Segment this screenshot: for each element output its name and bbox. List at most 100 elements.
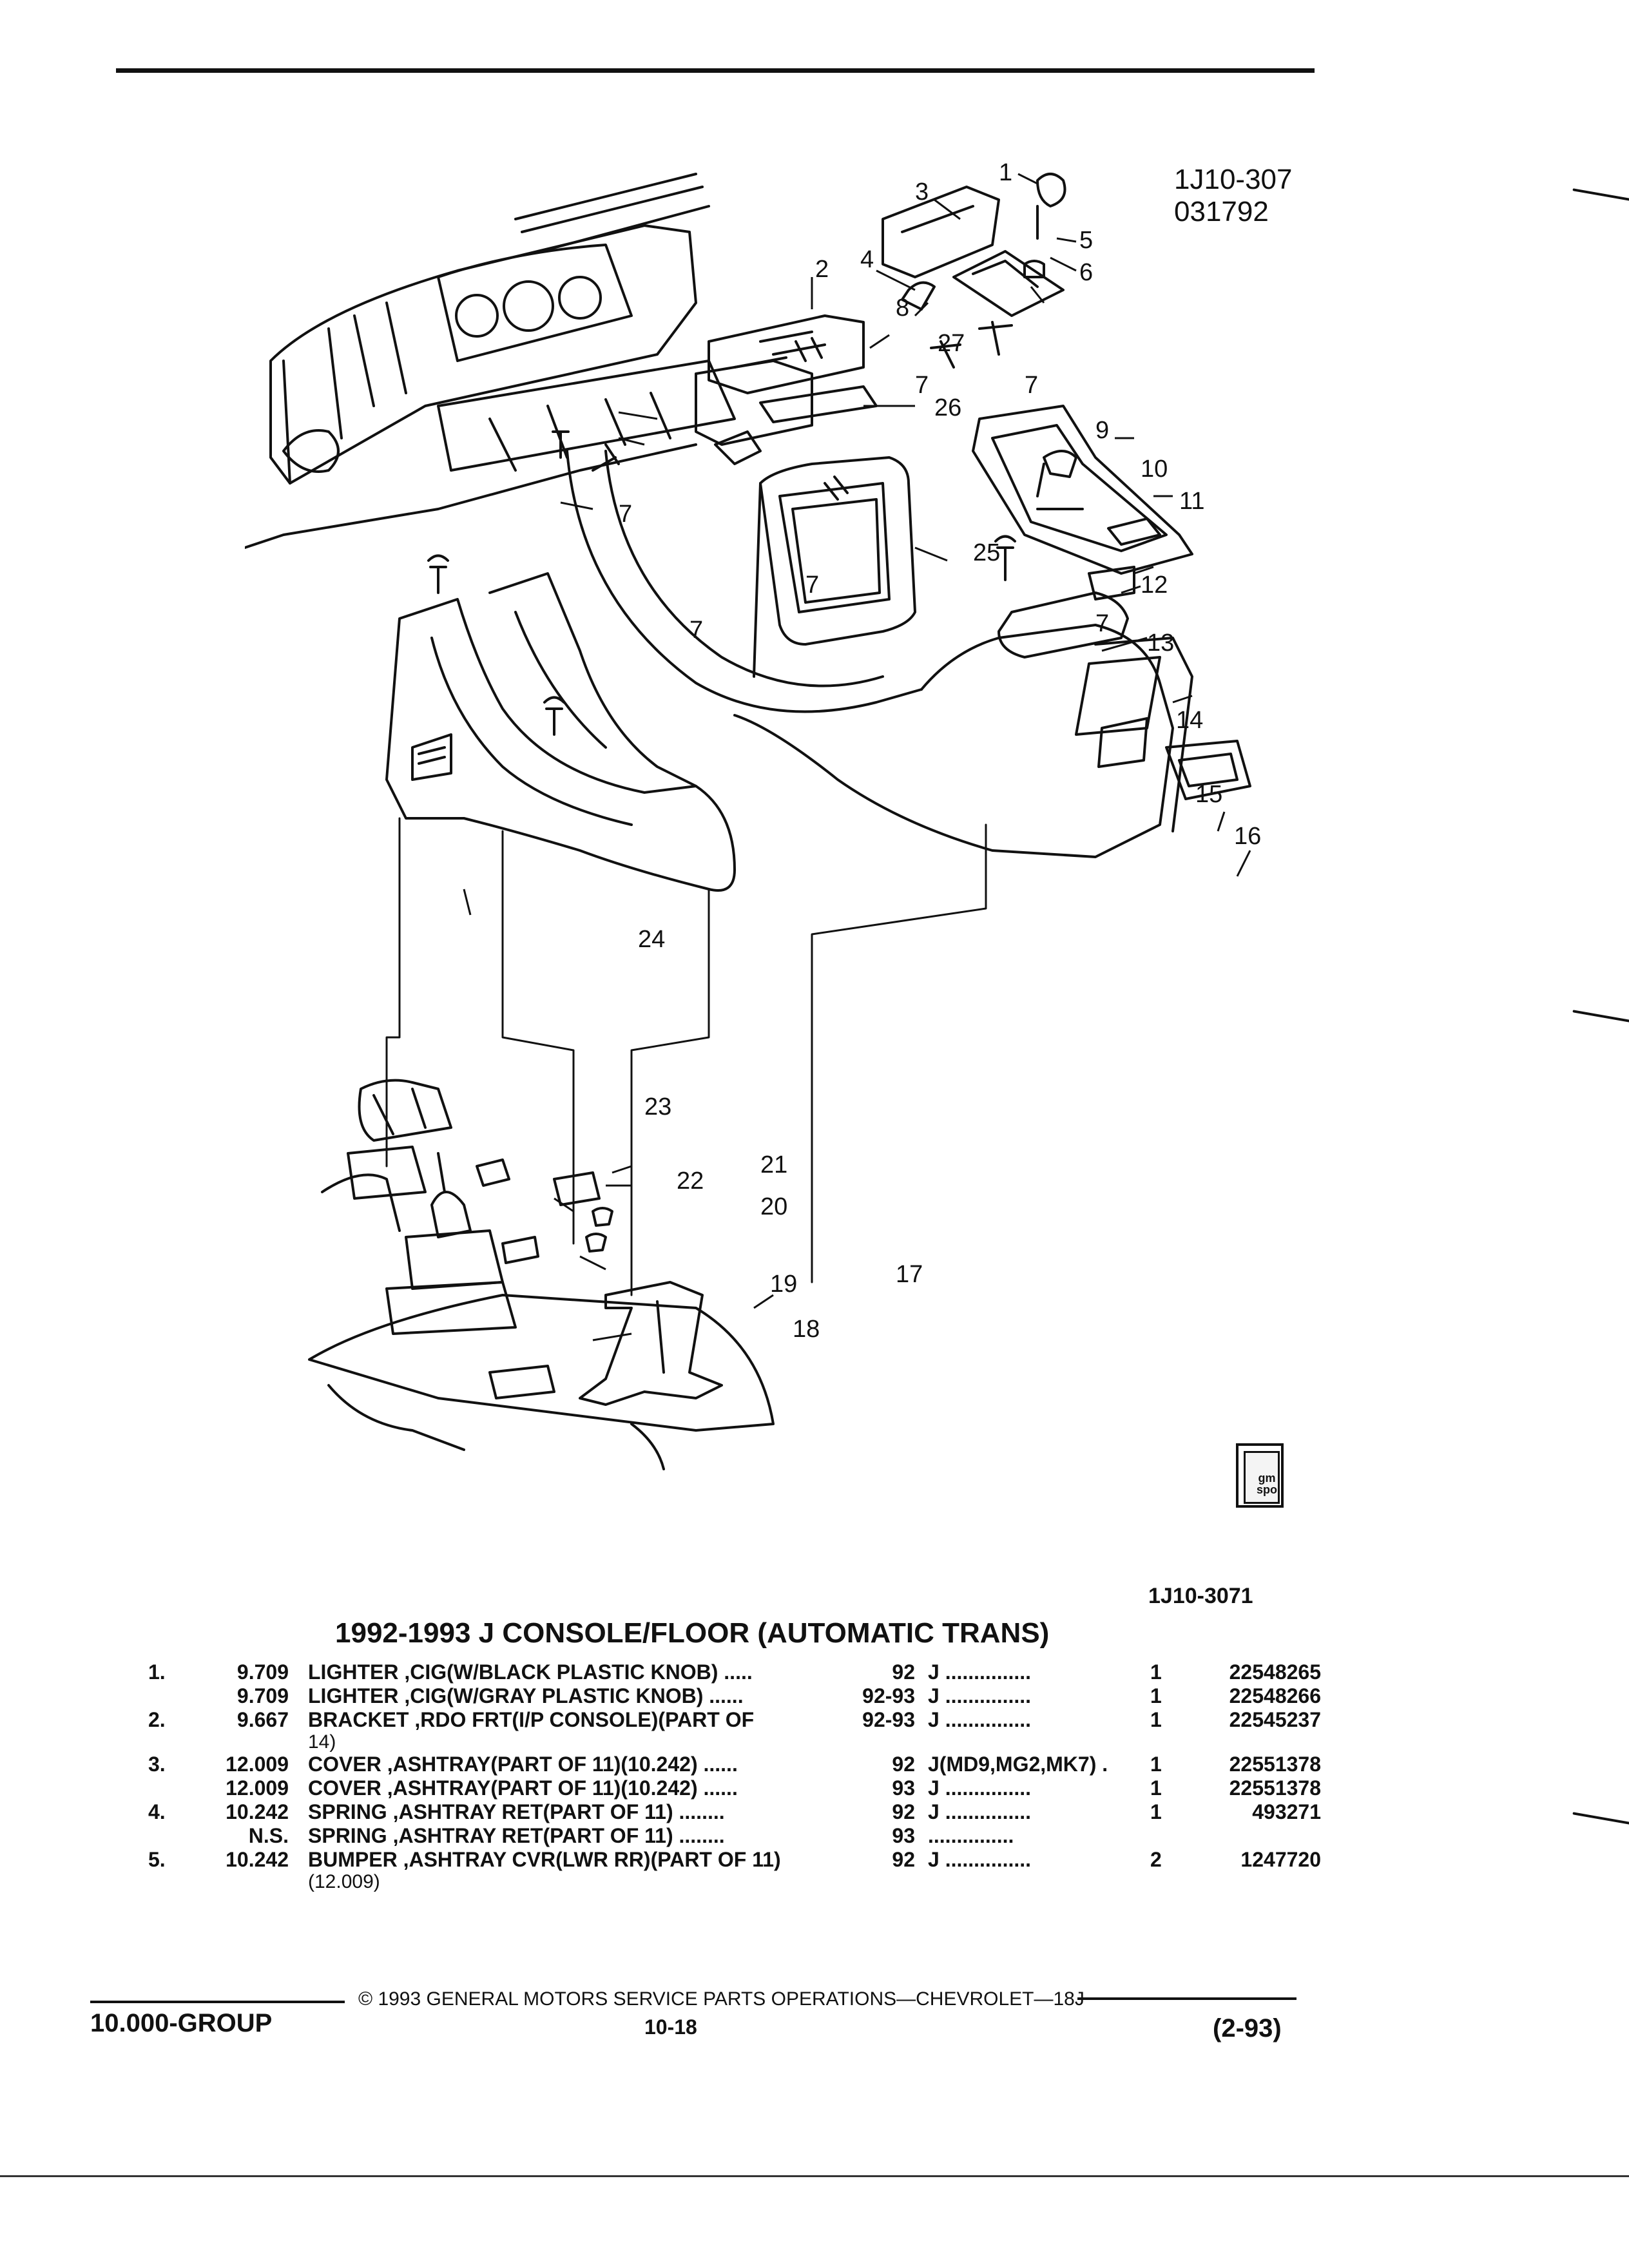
part-part: 22548265 (1229, 1660, 1321, 1684)
gm-spo-logo: gm spo (1236, 1443, 1284, 1508)
part-qty: 1 (1150, 1660, 1162, 1684)
diagram-id-line2: 031792 (1174, 196, 1269, 227)
part-series: J ............... (928, 1776, 1032, 1800)
callout-19: 19 (770, 1271, 797, 1298)
callout-20: 20 (760, 1193, 787, 1220)
part-years: 92 (892, 1753, 915, 1776)
callout-5: 5 (1079, 227, 1093, 254)
part-series: J ............... (928, 1800, 1032, 1823)
screws-drawing (427, 430, 1016, 736)
part-item: 1. (148, 1660, 166, 1684)
part-part: 1247720 (1240, 1848, 1321, 1871)
part-row: 3. 12.009 COVER ,ASHTRAY(PART OF 11)(10.24… (148, 1753, 1321, 1776)
part-item: 5. (148, 1848, 166, 1871)
part-item: 4. (148, 1800, 166, 1823)
footer-page-number: 10-18 (644, 2015, 697, 2039)
callout-22: 22 (677, 1168, 704, 1195)
part-part: 22548266 (1229, 1684, 1321, 1707)
part-years: 93 (892, 1824, 915, 1847)
callout-3: 3 (915, 178, 929, 206)
part-series: J ............... (928, 1660, 1032, 1684)
callout-12: 12 (1141, 572, 1168, 599)
console-body-drawing (566, 450, 1251, 858)
console-trim-drawing (753, 456, 916, 678)
callout-24: 24 (638, 926, 665, 953)
part-item: 3. (148, 1753, 166, 1776)
footer-group: 10.000-GROUP (90, 2009, 273, 2037)
part-item: 2. (148, 1708, 166, 1731)
callout-1: 1 (999, 159, 1012, 186)
support-bracket-drawing (579, 1281, 723, 1406)
exploded-parts-diagram: 1 2 3 4 5 6 7 7 7 7 7 7 8 9 10 11 12 13 … (245, 159, 1261, 1470)
diagram-id: 1J10-307 031792 (1174, 164, 1292, 228)
part-years: 92 (892, 1848, 915, 1871)
footer-rule-left (90, 2001, 345, 2003)
part-qty: 1 (1150, 1776, 1162, 1800)
callout-7c: 7 (619, 501, 632, 528)
part-series: J ............... (928, 1684, 1032, 1707)
part-years: 92 (892, 1660, 915, 1684)
callout-13: 13 (1147, 629, 1174, 657)
callout-7f: 7 (689, 617, 703, 644)
footer-date: (2-93) (1213, 2014, 1282, 2042)
callout-26: 26 (934, 394, 961, 421)
part-desc: BUMPER ,ASHTRAY CVR(LWR RR)(PART OF 11) (308, 1848, 781, 1871)
part-desc: LIGHTER ,CIG(W/BLACK PLASTIC KNOB) ..... (308, 1660, 753, 1684)
bottom-rule (0, 2175, 1629, 2177)
footer-rule-right (1077, 1997, 1296, 2000)
part-qty: 2 (1150, 1848, 1162, 1871)
callout-10: 10 (1141, 456, 1168, 483)
part-series: J ............... (928, 1848, 1032, 1871)
parts-list: 1. 9.709 LIGHTER ,CIG(W/BLACK PLASTIC KNOB… (148, 1660, 1321, 1892)
callout-27: 27 (938, 330, 965, 357)
part-qty: 1 (1150, 1684, 1162, 1707)
shifter-assembly-drawing (308, 1079, 775, 1470)
part-series: J(MD9,MG2,MK7) . (928, 1753, 1108, 1776)
tray-drawing (972, 405, 1193, 601)
callout-11: 11 (1179, 488, 1204, 515)
part-desc: SPRING ,ASHTRAY RET(PART OF 11) ........ (308, 1800, 725, 1823)
callout-7d: 7 (805, 572, 819, 599)
part-part: 22551378 (1229, 1753, 1321, 1776)
reference-code: 1J10-3071 (1148, 1584, 1253, 1608)
diagram-id-line1: 1J10-307 (1174, 164, 1293, 195)
part-desc: COVER ,ASHTRAY(PART OF 11)(10.242) .....… (308, 1753, 738, 1776)
part-group: 12.009 (226, 1753, 289, 1776)
part-part: 22545237 (1229, 1708, 1321, 1731)
callout-7a: 7 (915, 372, 929, 399)
part-series: J ............... (928, 1708, 1032, 1731)
part-years: 92 (892, 1800, 915, 1823)
callout-9: 9 (1095, 417, 1109, 444)
callout-23: 23 (644, 1093, 671, 1120)
part-desc: SPRING ,ASHTRAY RET(PART OF 11) ........ (308, 1824, 725, 1847)
radio-bracket-drawing (695, 314, 878, 501)
instrument-panel-drawing (245, 173, 736, 549)
top-rule (116, 68, 1315, 73)
part-row: 9.709 LIGHTER ,CIG(W/GRAY PLASTIC KNOB) .… (148, 1684, 1321, 1708)
part-qty: 1 (1150, 1800, 1162, 1823)
part-group: 10.242 (226, 1848, 289, 1871)
part-desc: COVER ,ASHTRAY(PART OF 11)(10.242) .....… (308, 1776, 738, 1800)
registration-mark (1572, 1812, 1629, 1825)
console-side-trim-drawing (385, 572, 736, 892)
part-part: 22551378 (1229, 1776, 1321, 1800)
part-qty: 1 (1150, 1753, 1162, 1776)
callout-15: 15 (1195, 781, 1222, 808)
callout-8: 8 (896, 294, 909, 322)
registration-mark (1572, 188, 1629, 201)
part-part: 493271 (1252, 1800, 1321, 1823)
part-row: 5. 10.242 BUMPER ,ASHTRAY CVR(LWR RR)(PART… (148, 1848, 1321, 1872)
callout-21: 21 (760, 1151, 787, 1178)
part-group: 9.667 (236, 1708, 289, 1731)
callout-7b: 7 (1025, 372, 1038, 399)
part-group: 9.709 (236, 1684, 289, 1707)
part-years: 93 (892, 1776, 915, 1800)
callout-18: 18 (793, 1316, 820, 1343)
part-qty: 1 (1150, 1708, 1162, 1731)
part-desc: LIGHTER ,CIG(W/GRAY PLASTIC KNOB) ...... (308, 1684, 744, 1707)
part-desc: BRACKET ,RDO FRT(I/P CONSOLE)(PART OF (308, 1708, 755, 1731)
registration-mark (1572, 1010, 1629, 1023)
